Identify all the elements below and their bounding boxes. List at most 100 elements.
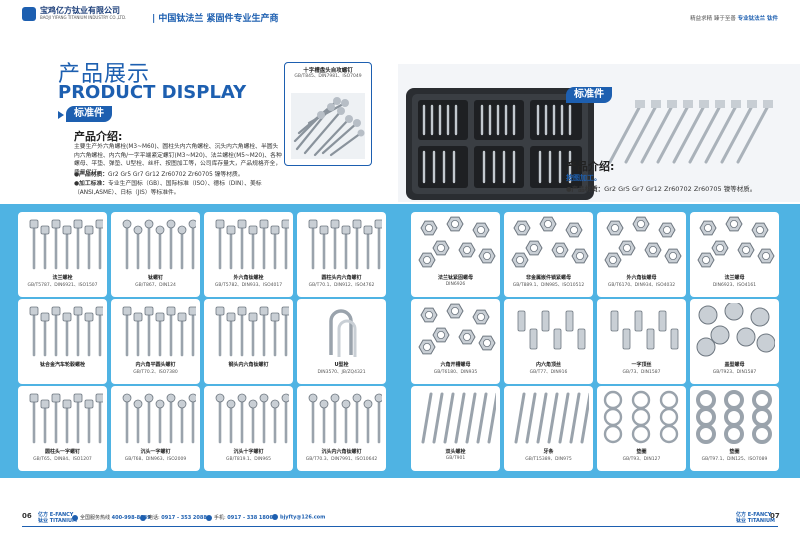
company-logo: [22, 7, 36, 21]
product-name: 钢头内六角钛螺钉: [228, 362, 269, 368]
product-standard: GB/T889.1、DIN985、ISO10512: [512, 283, 585, 288]
product-card: 圆柱头内六角螺钉 GB/T70.1、DIN912、ISO4762: [297, 212, 386, 297]
cap-nut-icon: [696, 303, 775, 357]
product-name: 法兰螺栓: [52, 275, 73, 281]
product-standard: GB/T5782、DIN933、ISO4017: [214, 283, 283, 288]
product-name: 内六角平圆头螺钉: [135, 362, 176, 368]
product-standard: GB/T65、DIN84、ISO1207: [33, 457, 92, 462]
brand-line: 亿方 E-FANCY: [38, 512, 74, 518]
stud-icon: [421, 392, 496, 444]
csk-cross-icon: [215, 393, 289, 444]
company-name-cn: 宝鸡亿方钛业有限公司: [40, 6, 120, 15]
footer-mobile: 手机: 0917 - 338 1806: [206, 514, 273, 521]
material-label: ●产品材质：: [566, 185, 605, 193]
footer-tel: 电话: 0917 - 353 2088: [140, 514, 207, 521]
standard-label: ●加工标准：: [74, 181, 109, 187]
product-name: 圆柱头一字螺钉: [44, 449, 80, 455]
lock-nut-icon: [511, 216, 589, 268]
self-tapping-screw-pile-illustration: [291, 93, 365, 159]
page-title-cn: 产品展示: [58, 62, 151, 87]
phone-icon: [72, 514, 78, 521]
mobile-icon: [206, 514, 212, 521]
intro-material-left: ●产品材质：Gr2 Gr5 Gr7 Gr12 Zr60702 Zr60705 镍…: [74, 171, 294, 180]
brand-line: 亿方 E-FANCY: [736, 512, 772, 518]
product-name: 非金属嵌件锁紧螺母: [525, 275, 571, 281]
product-name: 沉头一字螺钉: [140, 449, 171, 455]
product-name: 一字顶丝: [631, 362, 652, 368]
email-icon: [272, 514, 278, 520]
flat-washer-icon: [696, 390, 772, 444]
slot-set-screw-icon: [610, 310, 679, 350]
product-card: 钢头内六角钛螺钉: [204, 299, 293, 384]
mobile-label: 手机:: [214, 515, 226, 521]
product-name: 钛螺钉: [147, 275, 163, 281]
product-standard: GB/T6170、DIN934、ISO4032: [607, 283, 676, 288]
intro-material-right: ●产品材质：Gr2 Gr5 Gr7 Gr12 Zr60702 Zr60705 镍…: [566, 183, 756, 193]
product-standard: GB/T70.1、DIN912、ISO4762: [308, 283, 375, 288]
intro-heading-left: 产品介绍:: [74, 130, 123, 143]
badge-arrow-icon: [58, 111, 64, 119]
flange-nut-2-icon: [697, 216, 775, 268]
product-standard: GB/T819.1、DIN965: [226, 457, 271, 462]
material-value: Gr2 Gr5 Gr7 Gr12 Zr60702 Zr60705 镍等材质。: [604, 185, 757, 193]
product-name: 法兰螺母: [724, 275, 745, 281]
company-name-en: BAOJI YIFANG TITANIUM INDUSTRY CO.,LTD.: [40, 15, 127, 20]
tel-label: 电话:: [148, 515, 160, 521]
cheese-screw-icon: [29, 393, 103, 444]
tel-icon: [140, 514, 146, 521]
product-standard: GB/73、DIN1587: [622, 370, 661, 375]
pan-socket-icon: [215, 306, 289, 357]
product-name: 法兰钛紧固螺母: [437, 275, 473, 281]
rivet-icon: [122, 219, 196, 270]
product-card: 非金属嵌件锁紧螺母 GB/T889.1、DIN985、ISO10512: [504, 212, 593, 297]
standard-value: 专业生产国标（GB）、国际标准（ISO）、德标（DIN）、美标（ANSI,ASM…: [74, 181, 262, 196]
hotline-label: 全国服务热线: [80, 515, 111, 521]
product-standard: GB/T6180、DIN935: [433, 370, 478, 375]
product-standard: GB/T77、DIN916: [529, 370, 568, 375]
brand-line-2: 钛业 TITANIUM: [38, 518, 77, 524]
product-name: 六角开槽螺母: [440, 362, 471, 368]
product-name: 垫圈: [636, 449, 647, 455]
product-card: 钛合金汽车轮毂螺栓: [18, 299, 107, 384]
product-standard: GB/T15389、DIN975: [525, 457, 572, 462]
product-name: 圆柱头内六角螺钉: [321, 275, 362, 281]
product-standard: GB/T901: [445, 456, 466, 461]
thread-rod-icon: [514, 392, 589, 444]
csk-slot-icon: [122, 393, 196, 444]
flange-bolt-icon: [29, 219, 103, 270]
hex-bolt-icon: [215, 219, 289, 270]
flange-nut-icon: [418, 216, 496, 268]
product-card: 六角开槽螺母 GB/T6180、DIN935: [411, 299, 500, 384]
material-label: ●产品材质：: [74, 172, 109, 178]
product-name: U型栓: [334, 362, 349, 368]
product-standard: GB/T70.3、DIN7991、ISO10642: [305, 457, 378, 462]
page-number-right: 07: [770, 512, 780, 520]
product-standard: GB/T97.1、DIN125、ISO7089: [701, 457, 768, 462]
button-head-icon: [122, 306, 196, 357]
header-right-prefix: 精益求精 臻于至善: [690, 16, 736, 22]
hex-nut-icon: [604, 216, 682, 268]
set-screw-icon: [517, 310, 586, 350]
footer-divider: [22, 526, 778, 527]
intro-heading-right: 产品介绍:: [566, 160, 615, 173]
wheel-bolt-icon: [29, 306, 103, 357]
screw-case-illustration: [406, 88, 594, 200]
material-value: Gr2 Gr5 Gr7 Gr12 Zr60702 Zr60705 镍等材质。: [108, 172, 244, 178]
header-right-tagline: 精益求精 臻于至善 专业钛法兰 钛件: [690, 14, 778, 22]
brand-line-2: 钛业 TITANIUM: [736, 518, 775, 524]
standard-parts-badge-right: 标准件: [566, 87, 612, 103]
product-name: 牙条: [543, 449, 554, 455]
mobile-number: 0917 - 338 1806: [227, 515, 273, 521]
